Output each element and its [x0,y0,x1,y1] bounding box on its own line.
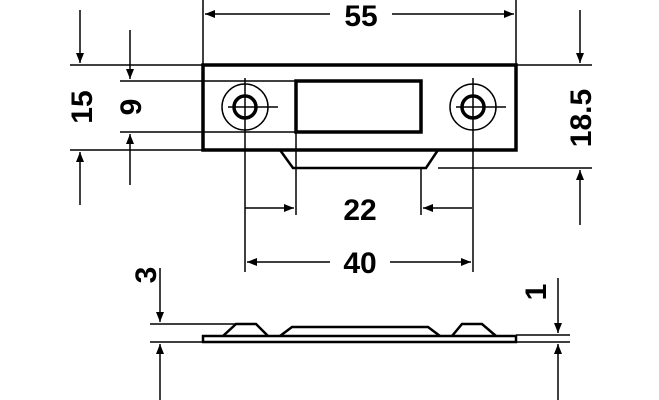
screw-hole-left [221,78,278,131]
bottom-lip [278,149,440,170]
dimension-3: 3 [130,267,236,400]
dimension-label: 55 [344,0,377,33]
dimension-label: 1 [520,284,553,301]
dimension-label: 9 [115,99,148,116]
plate-top-view [201,63,518,170]
dimension-18-5: 18.5 [438,10,598,225]
dimension-label: 18.5 [565,89,598,147]
dimension-1: 1 [516,278,570,400]
dimension-15: 15 [66,10,203,205]
dimension-label: 15 [66,90,99,123]
dimension-label: 3 [130,267,163,284]
screw-hole-right [449,78,506,131]
plate-side-view [201,322,518,344]
dimension-label: 22 [343,194,376,227]
latch-slot [294,79,423,134]
dimension-22: 22 [245,132,472,227]
dimension-9: 9 [115,30,296,185]
dimension-label: 40 [343,247,376,280]
dimension-55: 55 [202,0,517,65]
dimension-40: 40 [244,130,474,280]
